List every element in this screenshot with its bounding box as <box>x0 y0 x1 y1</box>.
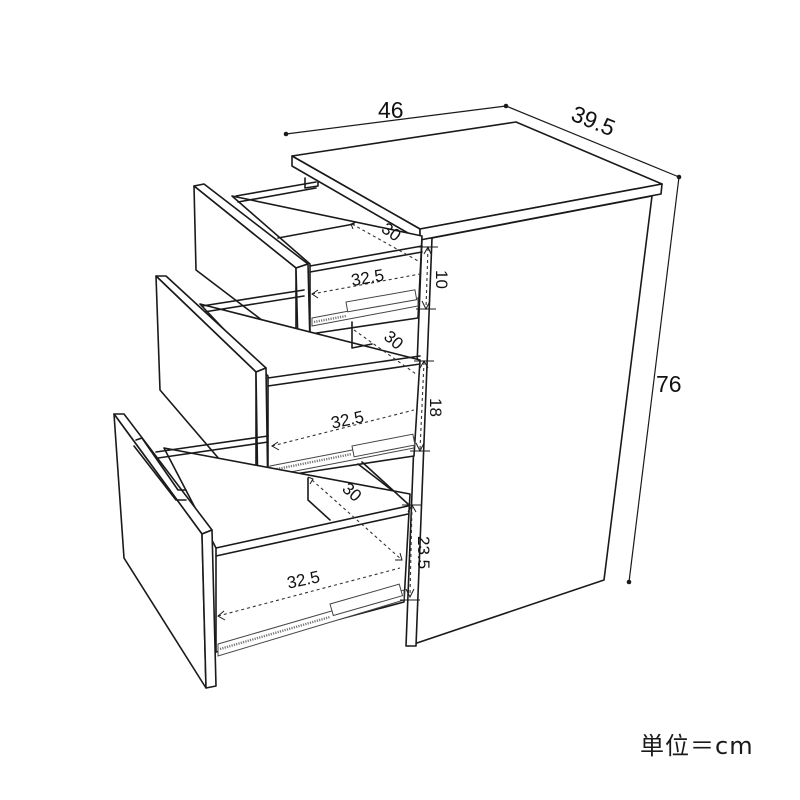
drawer-middle-rail-teeth <box>271 452 353 472</box>
drawer-top-back-rim <box>235 181 317 197</box>
drawer-top-bottom-line <box>277 223 355 239</box>
arrowhead-icon <box>395 552 403 561</box>
drawer-top-rail-slider <box>345 289 418 313</box>
drawer-middle-front-rim <box>267 355 421 379</box>
drawer-top-front-rim-inner <box>309 251 423 273</box>
drawer-bottom-depth-line <box>311 479 403 561</box>
drawer-bottom-back-rim <box>155 435 269 453</box>
drawer-bottom-front-rim-inner <box>215 513 409 557</box>
drawer-middle-height-line <box>419 361 425 451</box>
cabinet-body <box>304 177 653 647</box>
label-bottom-height: 23.5 <box>414 536 433 569</box>
drawer-middle-back-rim <box>201 289 305 307</box>
inner-dimensions <box>217 221 438 621</box>
drawer-middle-front-rim-inner <box>267 363 421 387</box>
drawer-bottom-handle-groove <box>135 437 187 491</box>
drawer-bottom-back-panel <box>307 477 331 521</box>
unit-label: 単位＝cm <box>640 732 754 760</box>
width-dimension-line <box>285 105 507 135</box>
drawer-middle-back-panel <box>351 321 373 349</box>
drawer-top-width-line <box>311 273 421 295</box>
drawer-bottom-width-line <box>217 567 401 617</box>
drawer-middle-width-line <box>271 409 415 447</box>
cabinet-side-panel <box>407 195 653 647</box>
drawer-top-back-rim-inner <box>237 187 317 203</box>
label-middle-depth: 30 <box>380 327 407 354</box>
label-top-height: 10 <box>432 270 451 289</box>
dim-endpoint <box>626 579 632 585</box>
label-overall-width: 46 <box>378 97 404 123</box>
label-overall-height: 76 <box>656 371 682 397</box>
drawer-bottom-front-rim <box>215 505 409 549</box>
drawer-top-height-line <box>425 247 429 309</box>
drawer-bottom-front-edge <box>201 529 217 689</box>
label-middle-height: 18 <box>426 398 445 417</box>
depth-dimension-line <box>505 105 680 178</box>
arrowhead-icon <box>350 221 357 230</box>
dim-endpoint <box>283 131 289 137</box>
drawer-top-depth-line <box>351 223 421 263</box>
arrowhead-icon <box>405 588 415 599</box>
drawer-middle-rail-slider <box>351 433 416 458</box>
cabinet-top <box>291 121 663 241</box>
drawer-top-rail-teeth <box>313 314 347 324</box>
drawer-top <box>193 181 423 347</box>
drawer-bottom <box>113 413 411 689</box>
arrowhead-icon <box>311 289 319 299</box>
drawer-bottom-rail-slider <box>329 583 404 617</box>
drawer-bottom-right-rim <box>361 461 409 505</box>
height-dimension-line <box>628 176 680 583</box>
arrowhead-icon <box>271 441 280 451</box>
arrowhead-icon <box>217 610 226 621</box>
drawer-bottom-back-rim-inner <box>157 441 269 459</box>
drawer-middle-back-rim-inner <box>203 295 305 313</box>
arrowhead-icon <box>307 476 314 485</box>
overall-dimensions <box>283 103 682 585</box>
drawer-bottom-handle-groove-inner <box>133 445 187 501</box>
drawer-top-front-rim <box>309 245 423 267</box>
cabinet-back-edge <box>304 177 319 189</box>
drawer-middle-depth-line <box>353 329 417 375</box>
drawer-middle <box>155 275 421 503</box>
